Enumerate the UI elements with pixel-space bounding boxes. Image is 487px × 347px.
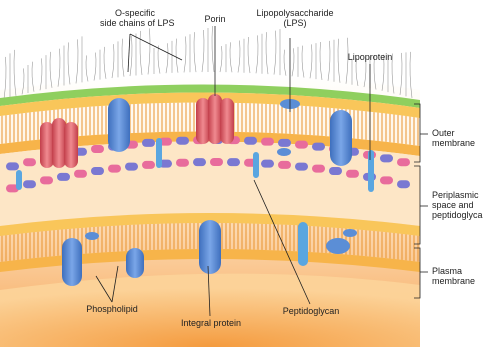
label-lps: Lipopolysaccharide (LPS)	[255, 8, 335, 28]
integral-protein	[62, 238, 82, 286]
peptidoglycan-bead	[91, 145, 104, 153]
peptidoglycan-bead	[312, 165, 325, 173]
side-chain	[140, 31, 142, 75]
peptidoglycan-bead	[397, 180, 410, 188]
peptidoglycan-bead	[261, 160, 274, 168]
side-chain	[184, 36, 186, 72]
peptidoglycan-bead	[125, 163, 138, 171]
side-chain	[86, 55, 88, 81]
side-chain	[68, 42, 70, 84]
side-chain	[212, 26, 214, 72]
label-integral-protein: Integral protein	[176, 318, 246, 328]
outer-membrane-protein	[330, 110, 352, 166]
peptidoglycan-bead	[74, 170, 87, 178]
peptidoglycan-bead	[278, 161, 291, 169]
side-chain	[302, 46, 304, 78]
side-chain	[230, 42, 232, 72]
peptidoglycan-bead	[193, 158, 206, 166]
label-porin: Porin	[200, 14, 230, 24]
side-chain	[122, 39, 124, 77]
side-chain	[284, 50, 286, 76]
integral-protein	[85, 232, 99, 240]
integral-protein-main	[199, 220, 221, 274]
side-chain	[292, 48, 294, 76]
side-chain	[328, 41, 330, 81]
lipoprotein	[368, 150, 374, 192]
peptidoglycan-bead	[176, 159, 189, 167]
peptidoglycan-bead	[210, 158, 223, 166]
side-chain	[202, 30, 204, 72]
peptidoglycan-bead	[397, 158, 410, 166]
peptidoglycan-bead	[6, 162, 19, 170]
peptidoglycan-bead	[329, 167, 342, 175]
peptidoglycan-bead	[142, 161, 155, 169]
peptidoglycan-bead	[380, 154, 393, 162]
peptidoglycan-bead	[380, 176, 393, 184]
side-chain	[266, 32, 268, 74]
side-chain	[248, 37, 250, 73]
peptidoglycan-bead	[23, 158, 36, 166]
integral-protein	[126, 248, 144, 278]
label-o-specific: O-specific side chains of LPS	[100, 8, 170, 28]
side-chain	[194, 32, 196, 72]
integral-protein	[326, 238, 350, 254]
integral-protein	[298, 222, 308, 266]
label-phospholipid: Phospholipid	[82, 304, 142, 314]
side-chain	[130, 36, 132, 76]
side-chain	[310, 44, 312, 78]
peptidoglycan-bead	[23, 180, 36, 188]
side-chain	[320, 42, 322, 80]
integral-protein	[343, 229, 357, 237]
lipoprotein	[253, 152, 259, 178]
peptidoglycan-bead	[176, 137, 189, 145]
side-chain	[104, 47, 106, 79]
side-chain	[76, 39, 78, 83]
side-chain	[50, 52, 52, 88]
lipoprotein	[156, 138, 162, 168]
peptidoglycan-bead	[244, 137, 257, 145]
peptidoglycan-bead	[57, 173, 70, 181]
peptidoglycan-bead	[108, 165, 121, 173]
peptidoglycan-bead	[295, 141, 308, 149]
label-plasma-membrane: Plasma membrane	[432, 266, 475, 286]
side-chain	[220, 46, 222, 72]
side-chain	[256, 35, 258, 73]
peptidoglycan-bead	[227, 158, 240, 166]
side-chain	[274, 31, 276, 75]
side-chain	[148, 28, 150, 74]
porin-left	[40, 118, 78, 168]
side-chain	[166, 43, 168, 73]
peptidoglycan-bead	[142, 139, 155, 147]
label-lipoprotein: Lipoprotein	[340, 52, 400, 62]
lipoprotein	[16, 170, 22, 190]
side-chain	[158, 46, 160, 74]
peptidoglycan-bead	[346, 170, 359, 178]
peptidoglycan-bead	[40, 176, 53, 184]
side-chain	[94, 53, 96, 81]
side-chain	[176, 39, 178, 73]
peptidoglycan-bead	[295, 163, 308, 171]
peptidoglycan-bead	[312, 143, 325, 151]
side-chain	[112, 44, 114, 78]
peptidoglycan-bead	[278, 139, 291, 147]
peptidoglycan-bead	[91, 167, 104, 175]
peptidoglycan-bead	[261, 138, 274, 146]
porin-center	[196, 94, 234, 144]
outer-membrane-protein	[108, 98, 130, 152]
side-chain	[58, 49, 60, 87]
outer-membrane-protein	[277, 148, 291, 156]
label-peptidoglycan: Peptidoglycan	[276, 306, 346, 316]
side-chain	[238, 40, 240, 72]
label-outer-membrane: Outer membrane	[432, 128, 475, 148]
label-periplasmic: Periplasmic space and peptidoglyca	[432, 190, 483, 220]
